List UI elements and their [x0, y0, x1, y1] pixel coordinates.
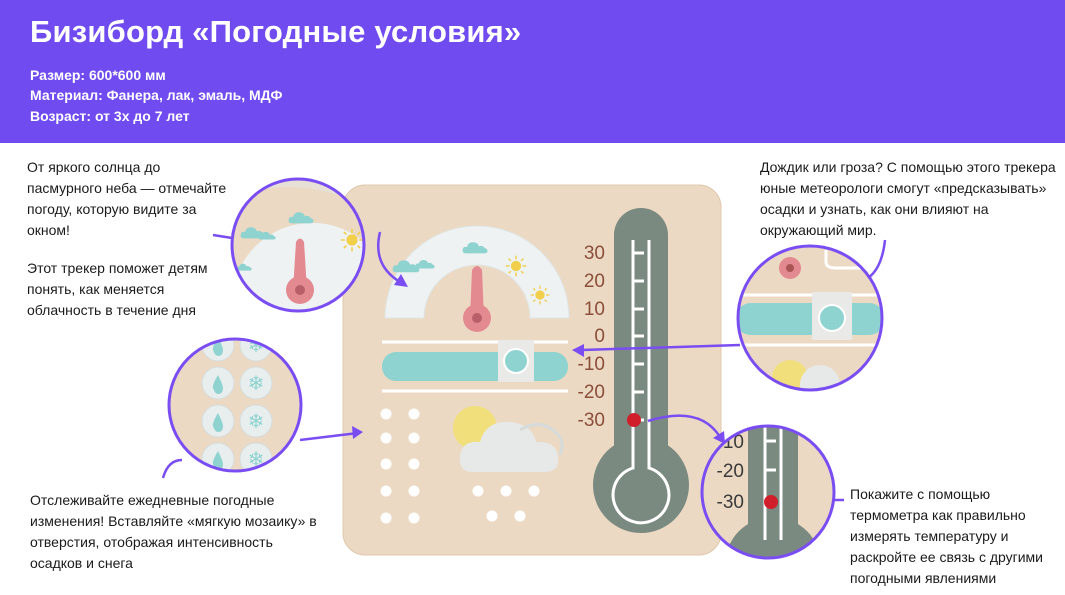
scale-label: 30: [584, 243, 605, 264]
snowflake-icon: ❄: [248, 409, 265, 433]
scale-label: -30: [578, 410, 605, 431]
callout-connectors: [161, 231, 887, 502]
sun-cloud-decoration: [453, 406, 564, 472]
arrowheads: [352, 274, 725, 444]
connector-line: [867, 239, 887, 280]
scale-label: 20: [584, 271, 605, 292]
precipitation-tracker-description: Дождик или гроза? С помощью этого трекер…: [760, 159, 1056, 238]
weather-tracker-description: От яркого солнца до пасмурного неба — от…: [27, 159, 227, 238]
zoom-thermometer: 10 -20 -30: [700, 424, 836, 560]
page-title: Бизиборд «Погодные условия»: [30, 14, 522, 49]
busy-board: 30 20 10 0 -10 -20 -30: [342, 184, 722, 556]
connector-line: [377, 231, 401, 284]
precipitation-slider[interactable]: [382, 340, 568, 393]
arrow-icon: [352, 426, 363, 439]
thermometer-description: Покажите с помощью термометра как правил…: [850, 486, 1044, 586]
connector-line: [647, 414, 722, 438]
arrow-icon: [394, 274, 408, 287]
scale-label: 0: [594, 326, 605, 347]
zoom-mosaic: ❄ ❄ ❄ ❄: [167, 337, 303, 473]
arrow-icon: [572, 344, 584, 357]
spec-material: Материал: Фанера, лак, эмаль, МДФ: [30, 87, 283, 103]
zoom-scale-label: -20: [717, 461, 744, 482]
spec-size: Размер: 600*600 мм: [30, 67, 166, 83]
snowflake-icon: ❄: [248, 371, 265, 395]
header-banner: Бизиборд «Погодные условия» Размер: 600*…: [0, 0, 1065, 143]
zoom-precipitation-slider: [736, 244, 884, 392]
zoom-scale-label: -30: [717, 492, 744, 513]
zoom-weather-dial: [230, 177, 366, 313]
mosaic-description: Отслеживайте ежедневные погодные изменен…: [30, 492, 317, 571]
connector-line: [299, 431, 359, 442]
connector-line: [161, 458, 183, 479]
weather-dial[interactable]: [384, 225, 570, 332]
cloudiness-description: Этот трекер поможет детям понять, как ме…: [27, 260, 208, 318]
scale-label: -20: [578, 382, 605, 403]
thermometer[interactable]: [593, 208, 689, 533]
arrow-icon: [713, 431, 725, 444]
thermometer-scale: 30 20 10 0 -10 -20 -30: [578, 243, 605, 431]
spec-age: Возраст: от 3х до 7 лет: [30, 108, 190, 124]
scale-label: -10: [578, 354, 605, 375]
connector-line: [581, 343, 741, 352]
scale-label: 10: [584, 299, 605, 320]
mosaic-holes[interactable]: [380, 408, 540, 524]
connector-line: [212, 233, 233, 240]
